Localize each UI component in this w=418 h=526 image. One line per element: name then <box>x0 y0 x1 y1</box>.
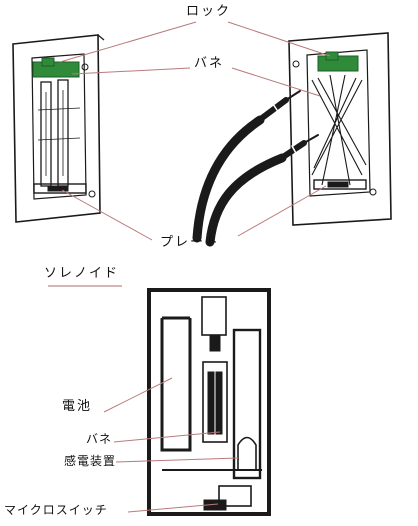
leader-microswitch <box>127 503 219 513</box>
label-sensor: 感電装置 <box>64 454 117 468</box>
plug-2-body <box>277 140 307 162</box>
device-sensor-bulb <box>237 436 257 471</box>
plug-2-ring <box>291 145 298 156</box>
cable-2 <box>205 153 287 247</box>
label-solenoid: ソレノイド <box>44 266 120 281</box>
right-bottom-plate <box>313 179 367 190</box>
left-pin-bottom <box>88 190 96 198</box>
plug-1-body <box>255 97 289 124</box>
leader-battery <box>103 377 173 413</box>
left-pin-top <box>81 63 89 71</box>
leader-lock-left <box>59 21 197 63</box>
left-hatch-2 <box>37 137 81 141</box>
label-microswitch: マイクロスイッチ <box>4 503 108 517</box>
device-left-wall <box>160 318 192 452</box>
left-box-inner-frame <box>31 53 87 200</box>
leader-sensor <box>115 457 239 463</box>
label-spring-bottom: バネ <box>86 432 113 446</box>
device-right-channel <box>232 328 262 480</box>
right-lock-tab <box>325 51 339 61</box>
label-plate: プレート <box>160 235 221 250</box>
left-box-edge <box>97 34 105 41</box>
device-top-latch <box>209 334 221 352</box>
leader-lines-top <box>59 21 331 241</box>
cables <box>192 90 319 247</box>
leader-spring-bottom <box>113 431 221 443</box>
left-lock-unit <box>12 34 105 223</box>
device-outer-case <box>147 288 271 516</box>
left-box-outline <box>12 34 101 223</box>
leader-spring-right <box>231 67 321 97</box>
left-rail-1 <box>40 81 52 187</box>
device-top-block <box>201 296 227 336</box>
device-microswitch <box>218 485 252 507</box>
right-pin-top <box>292 60 300 68</box>
leader-lines-bottom <box>103 377 239 513</box>
plug-2-tip <box>303 134 319 144</box>
label-spring-top: バネ <box>194 56 225 71</box>
left-lock-green <box>32 61 80 78</box>
solenoid-device <box>147 288 271 516</box>
right-spring-lines <box>311 74 367 186</box>
device-battery-cell <box>202 361 228 443</box>
label-lock: ロック <box>186 4 232 19</box>
right-lock-unit <box>288 32 392 226</box>
leader-spring-left <box>71 67 191 75</box>
plug-1-tip <box>285 90 301 101</box>
right-pin-bottom <box>369 188 377 196</box>
leader-plate-left <box>61 189 153 241</box>
device-battery-core-2 <box>215 371 223 435</box>
leader-lock-right <box>227 21 331 57</box>
label-battery: 電池 <box>62 399 93 414</box>
left-lock-tab <box>41 57 55 67</box>
left-bottom-block <box>47 185 69 192</box>
cable-1 <box>192 115 265 243</box>
leader-plate-right <box>237 185 327 237</box>
right-bottom-block <box>327 181 349 188</box>
left-bottom-plate <box>33 183 87 194</box>
device-battery-core-1 <box>207 371 215 435</box>
plug-1-ring <box>272 103 280 114</box>
left-hatch-1 <box>37 107 81 111</box>
